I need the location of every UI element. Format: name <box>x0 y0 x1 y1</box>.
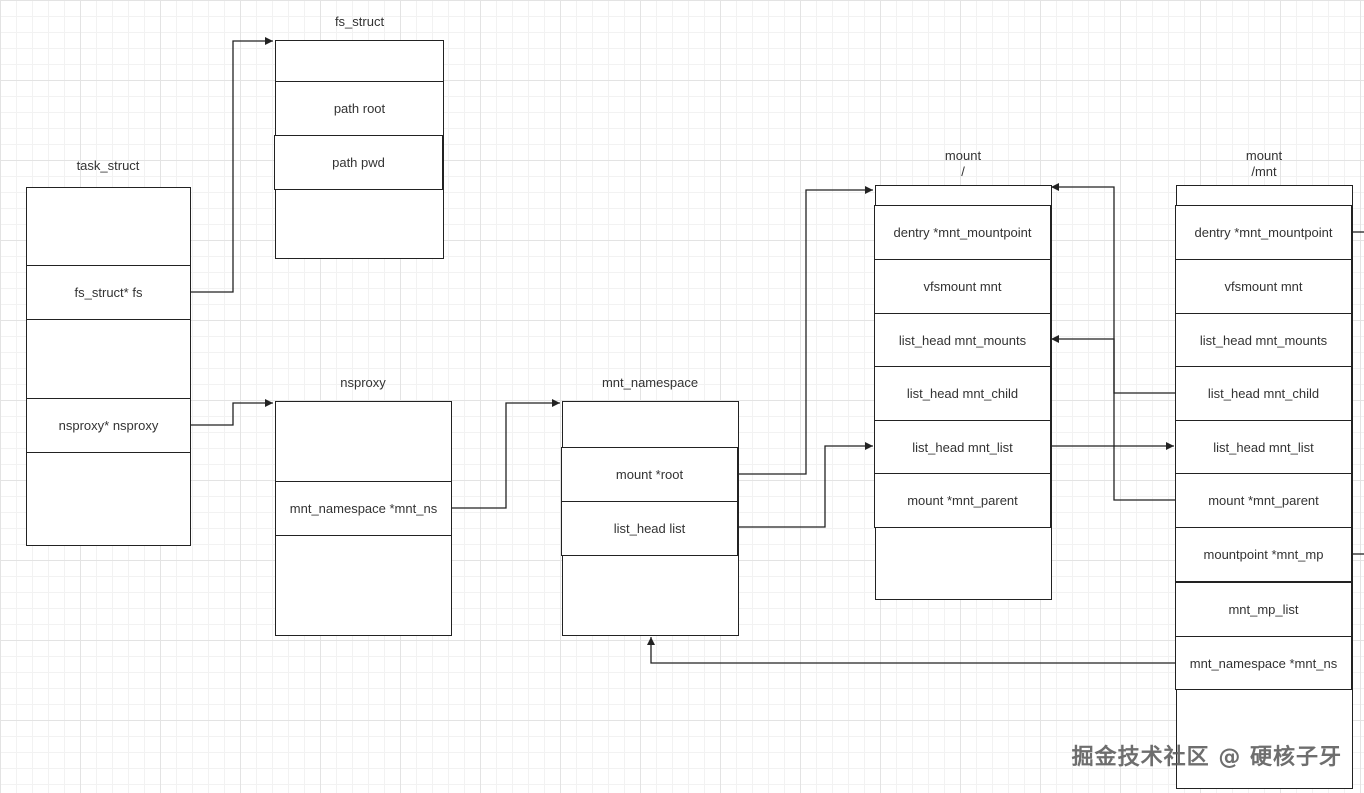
mount-root-field-mnt-mounts: list_head mnt_mounts <box>874 313 1051 367</box>
fs-struct-title: fs_struct <box>334 14 385 29</box>
mount-mnt-field-mnt-list: list_head mnt_list <box>1175 420 1352 474</box>
fs-struct-field-pwd: path pwd <box>274 135 443 190</box>
mnt-namespace-field-root: mount *root <box>561 447 738 502</box>
task-struct-field-nsproxy: nsproxy* nsproxy <box>26 398 191 453</box>
watermark-text: 掘金技术社区 @ 硬核子牙 <box>1071 745 1342 770</box>
mount-mnt-field-mnt-parent: mount *mnt_parent <box>1175 473 1352 528</box>
mount-mnt-field-mnt-child: list_head mnt_child <box>1175 366 1352 421</box>
nsproxy-field-mnt-ns: mnt_namespace *mnt_ns <box>275 481 452 536</box>
mount-mnt-field-mnt-mountpoint: dentry *mnt_mountpoint <box>1175 205 1352 260</box>
arrow-mnt-ns-to-mnt-namespace-back <box>647 637 1175 664</box>
mount-root-field-mnt: vfsmount mnt <box>874 259 1051 314</box>
mount-root-field-mnt-list: list_head mnt_list <box>874 420 1051 474</box>
task-struct-title: task_struct <box>76 158 140 173</box>
task-struct-box <box>26 187 191 546</box>
nsproxy-title: nsproxy <box>340 375 386 390</box>
mount-root-field-mnt-parent: mount *mnt_parent <box>874 473 1051 528</box>
arrow-root-to-mount-root <box>738 186 873 475</box>
arrow-list-to-mnt-list <box>738 442 873 528</box>
mount-mnt-title: mount /mnt <box>1245 148 1283 179</box>
arrow-mnt-parent-to-mount-root <box>1051 183 1175 501</box>
arrow-mnt-child-to-mnt-mounts <box>1051 335 1175 394</box>
task-struct-field-fs: fs_struct* fs <box>26 265 191 320</box>
arrow-nsproxy-to-nsproxy-struct <box>190 399 273 426</box>
mount-mnt-field-mnt-mp: mountpoint *mnt_mp <box>1175 527 1352 582</box>
arrow-fs-to-fs-struct <box>190 37 273 293</box>
mount-root-field-mnt-mountpoint: dentry *mnt_mountpoint <box>874 205 1051 260</box>
mount-mnt-field-mnt: vfsmount mnt <box>1175 259 1352 314</box>
mnt-namespace-field-list: list_head list <box>561 501 738 556</box>
mount-mnt-field-mnt-mounts: list_head mnt_mounts <box>1175 313 1352 367</box>
mnt-namespace-title: mnt_namespace <box>601 375 699 390</box>
mount-mnt-field-mnt-ns: mnt_namespace *mnt_ns <box>1175 636 1352 690</box>
mount-mnt-field-mnt-mp-list: mnt_mp_list <box>1175 582 1352 637</box>
fs-struct-field-root: path root <box>275 81 444 136</box>
mount-root-field-mnt-child: list_head mnt_child <box>874 366 1051 421</box>
mount-root-title: mount / <box>944 148 982 179</box>
arrow-mnt-ns-to-mnt-namespace <box>451 399 560 509</box>
